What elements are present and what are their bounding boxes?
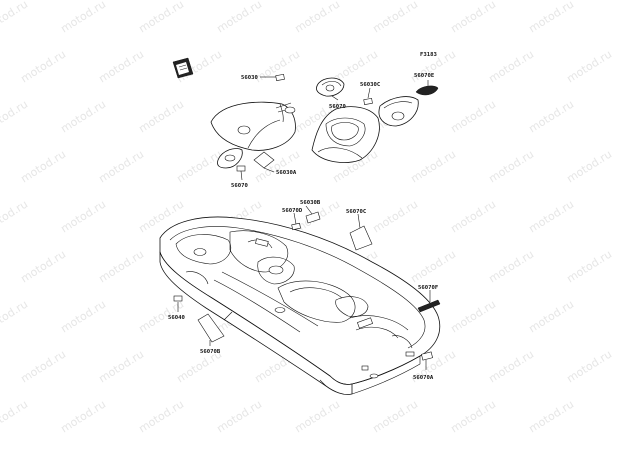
label-56030a: 56030A <box>276 170 297 176</box>
jet-ski-hull <box>159 216 441 395</box>
dash-decal-part <box>316 77 345 97</box>
label-56030c: 56030C <box>360 82 380 88</box>
label-56070b: 56070B <box>200 349 221 355</box>
steering-console-part <box>311 106 380 163</box>
label-56070-upper-mid: 56070 <box>329 104 346 110</box>
label-56070a: 56070A <box>413 375 434 381</box>
label-56070e: 56070E <box>414 73 434 79</box>
diagram-code: F3183 <box>420 52 437 58</box>
decal-56070-lower-left <box>217 148 243 169</box>
side-panel-part <box>378 96 419 127</box>
label-56030b: 56030B <box>300 200 321 206</box>
label-56070c: 56070C <box>346 209 366 215</box>
label-56070d: 56070D <box>282 208 303 214</box>
leader-lines <box>177 76 431 370</box>
label-56070-upper-left: 56070 <box>231 183 248 189</box>
book-icon <box>172 57 194 79</box>
label-56070f: 56070F <box>418 285 439 291</box>
label-56030: 56030 <box>241 75 258 81</box>
hull-decals <box>173 211 441 361</box>
decal-56070e <box>415 85 439 96</box>
label-plates <box>236 73 373 172</box>
part-labels: 56030 56030A 56070 56070 56030C 56070E 5… <box>168 73 439 381</box>
front-hood-part <box>210 101 296 151</box>
label-56040: 56040 <box>168 315 185 321</box>
